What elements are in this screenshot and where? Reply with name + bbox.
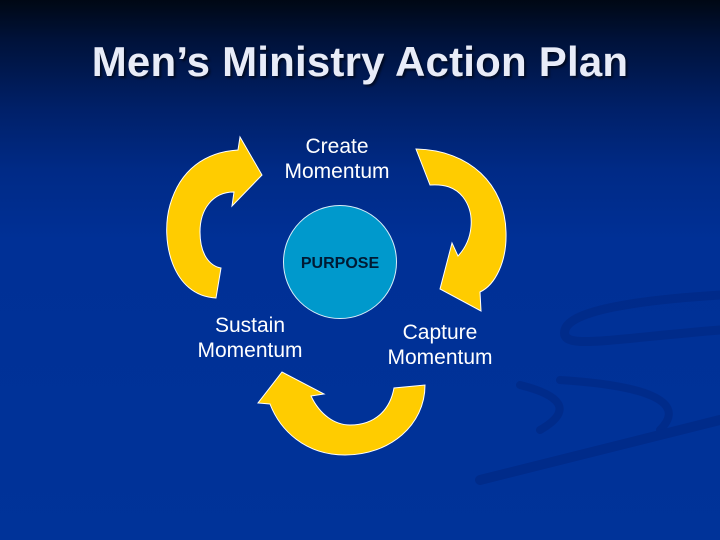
- purpose-label: PURPOSE: [300, 255, 380, 272]
- stage-create: Create Momentum: [262, 134, 412, 184]
- stage-capture: Capture Momentum: [365, 320, 515, 370]
- stage-sustain-line2: Momentum: [197, 339, 303, 362]
- stage-sustain: Sustain Momentum: [175, 313, 325, 363]
- curved-arrow-left-up-icon: [257, 371, 426, 456]
- curved-arrow-up-right-icon: [166, 135, 263, 299]
- stage-capture-line2: Momentum: [387, 346, 493, 369]
- slide-title: Men’s Ministry Action Plan: [91, 38, 629, 85]
- curved-arrow-down-icon: [415, 148, 507, 312]
- stage-capture-line1: Capture: [402, 321, 478, 344]
- purpose-circle: PURPOSE: [283, 205, 397, 319]
- stage-create-line1: Create: [305, 135, 369, 158]
- stage-sustain-line1: Sustain: [214, 314, 286, 337]
- stage-create-line2: Momentum: [284, 160, 390, 183]
